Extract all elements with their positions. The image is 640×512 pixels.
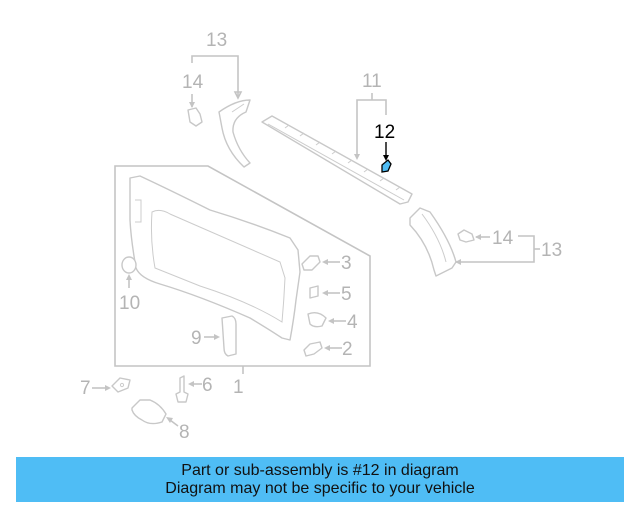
part-7-nut[interactable] bbox=[111, 377, 131, 393]
callout-5[interactable]: 5 bbox=[341, 284, 352, 305]
part-9-pad[interactable] bbox=[221, 315, 237, 357]
part-8-cover[interactable] bbox=[131, 399, 167, 425]
part-2-clip[interactable] bbox=[303, 341, 323, 357]
callout-6[interactable]: 6 bbox=[202, 375, 213, 396]
banner-line-1: Part or sub-assembly is #12 in diagram bbox=[181, 462, 459, 479]
leader-13-upper bbox=[191, 55, 239, 98]
part-3-clip[interactable] bbox=[301, 255, 321, 271]
part-1-lift-gate-trim-panel[interactable] bbox=[129, 175, 301, 341]
part-14-left-clip[interactable] bbox=[187, 107, 203, 127]
banner-line-2: Diagram may not be specific to your vehi… bbox=[165, 480, 475, 497]
part-13-right-trim[interactable] bbox=[409, 207, 457, 277]
part-info-banner: Part or sub-assembly is #12 in diagram D… bbox=[16, 457, 624, 502]
callout-13-upper[interactable]: 13 bbox=[206, 30, 227, 51]
callout-1[interactable]: 1 bbox=[233, 377, 244, 398]
part-14-right-clip[interactable] bbox=[457, 229, 475, 243]
part-4-clip[interactable] bbox=[307, 311, 327, 328]
callout-13-right[interactable]: 13 bbox=[541, 240, 562, 261]
callout-9[interactable]: 9 bbox=[191, 328, 202, 349]
part-6-bolt[interactable] bbox=[175, 375, 189, 403]
callout-14-upper[interactable]: 14 bbox=[182, 72, 204, 93]
callout-12[interactable]: 12 bbox=[374, 122, 395, 143]
callout-4[interactable]: 4 bbox=[347, 312, 358, 333]
callout-14-right[interactable]: 14 bbox=[492, 228, 514, 249]
callout-7[interactable]: 7 bbox=[80, 378, 91, 399]
callout-3[interactable]: 3 bbox=[341, 253, 352, 274]
part-11-header-trim[interactable] bbox=[261, 115, 413, 205]
callout-11[interactable]: 11 bbox=[362, 71, 382, 92]
callout-2[interactable]: 2 bbox=[342, 339, 353, 360]
part-12-clip-highlighted[interactable] bbox=[381, 159, 392, 173]
part-13-left-trim[interactable] bbox=[218, 99, 251, 168]
part-10-bumper[interactable] bbox=[121, 256, 137, 274]
part-5-clip[interactable] bbox=[309, 285, 319, 299]
assembly-box bbox=[114, 165, 371, 367]
callout-8[interactable]: 8 bbox=[179, 422, 190, 443]
callout-10[interactable]: 10 bbox=[119, 293, 140, 314]
